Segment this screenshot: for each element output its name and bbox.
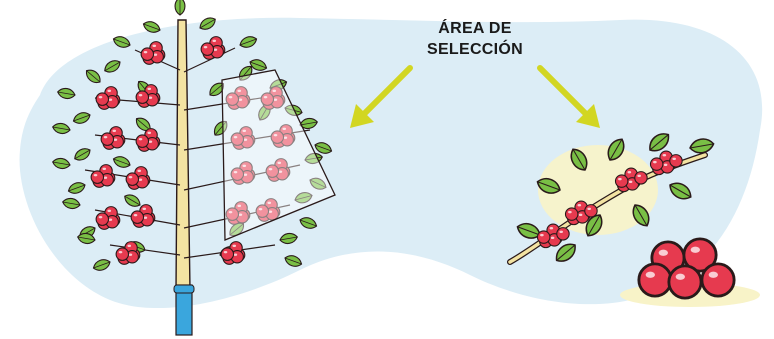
loose-cherry — [700, 262, 736, 298]
tree-cherry — [90, 170, 105, 184]
background-blob — [19, 17, 763, 309]
branch-cherry — [634, 171, 648, 185]
loose-cherry — [637, 262, 673, 298]
branch-cherry — [614, 174, 629, 188]
arrow-left-icon — [350, 65, 413, 128]
tree-cherry — [95, 92, 110, 106]
branch-cherry — [556, 227, 570, 241]
coffee-cherries-icon — [620, 237, 760, 307]
coffee-tree-icon — [51, 0, 334, 336]
tree-cherry — [135, 134, 150, 148]
arrow-right-icon — [537, 65, 600, 128]
branch-cherry — [536, 230, 551, 244]
branch-cherry — [649, 157, 664, 171]
branch-cherry — [564, 207, 579, 221]
tree-cherry — [135, 90, 150, 104]
loose-cherry — [667, 264, 703, 300]
tree-cherry — [140, 47, 155, 61]
tree-leaf — [174, 0, 186, 16]
selection-area-box — [221, 69, 336, 241]
caption-line-2: SELECCIÓN — [426, 41, 524, 58]
branch-cherry — [669, 154, 683, 168]
selection-area-caption: ÁREA DE SELECCIÓN — [400, 18, 550, 60]
coffee-branch-icon — [507, 128, 716, 267]
caption-line-1: ÁREA DE — [438, 20, 512, 37]
branch-cherry — [584, 204, 598, 218]
tree-cherry — [220, 247, 235, 261]
tree-cherry — [100, 132, 115, 146]
tree-cherry — [95, 212, 110, 226]
tree-cherry — [115, 247, 130, 261]
tree-cherry — [125, 172, 140, 186]
tree-cherry — [200, 42, 215, 56]
tree-cherry — [130, 210, 145, 224]
